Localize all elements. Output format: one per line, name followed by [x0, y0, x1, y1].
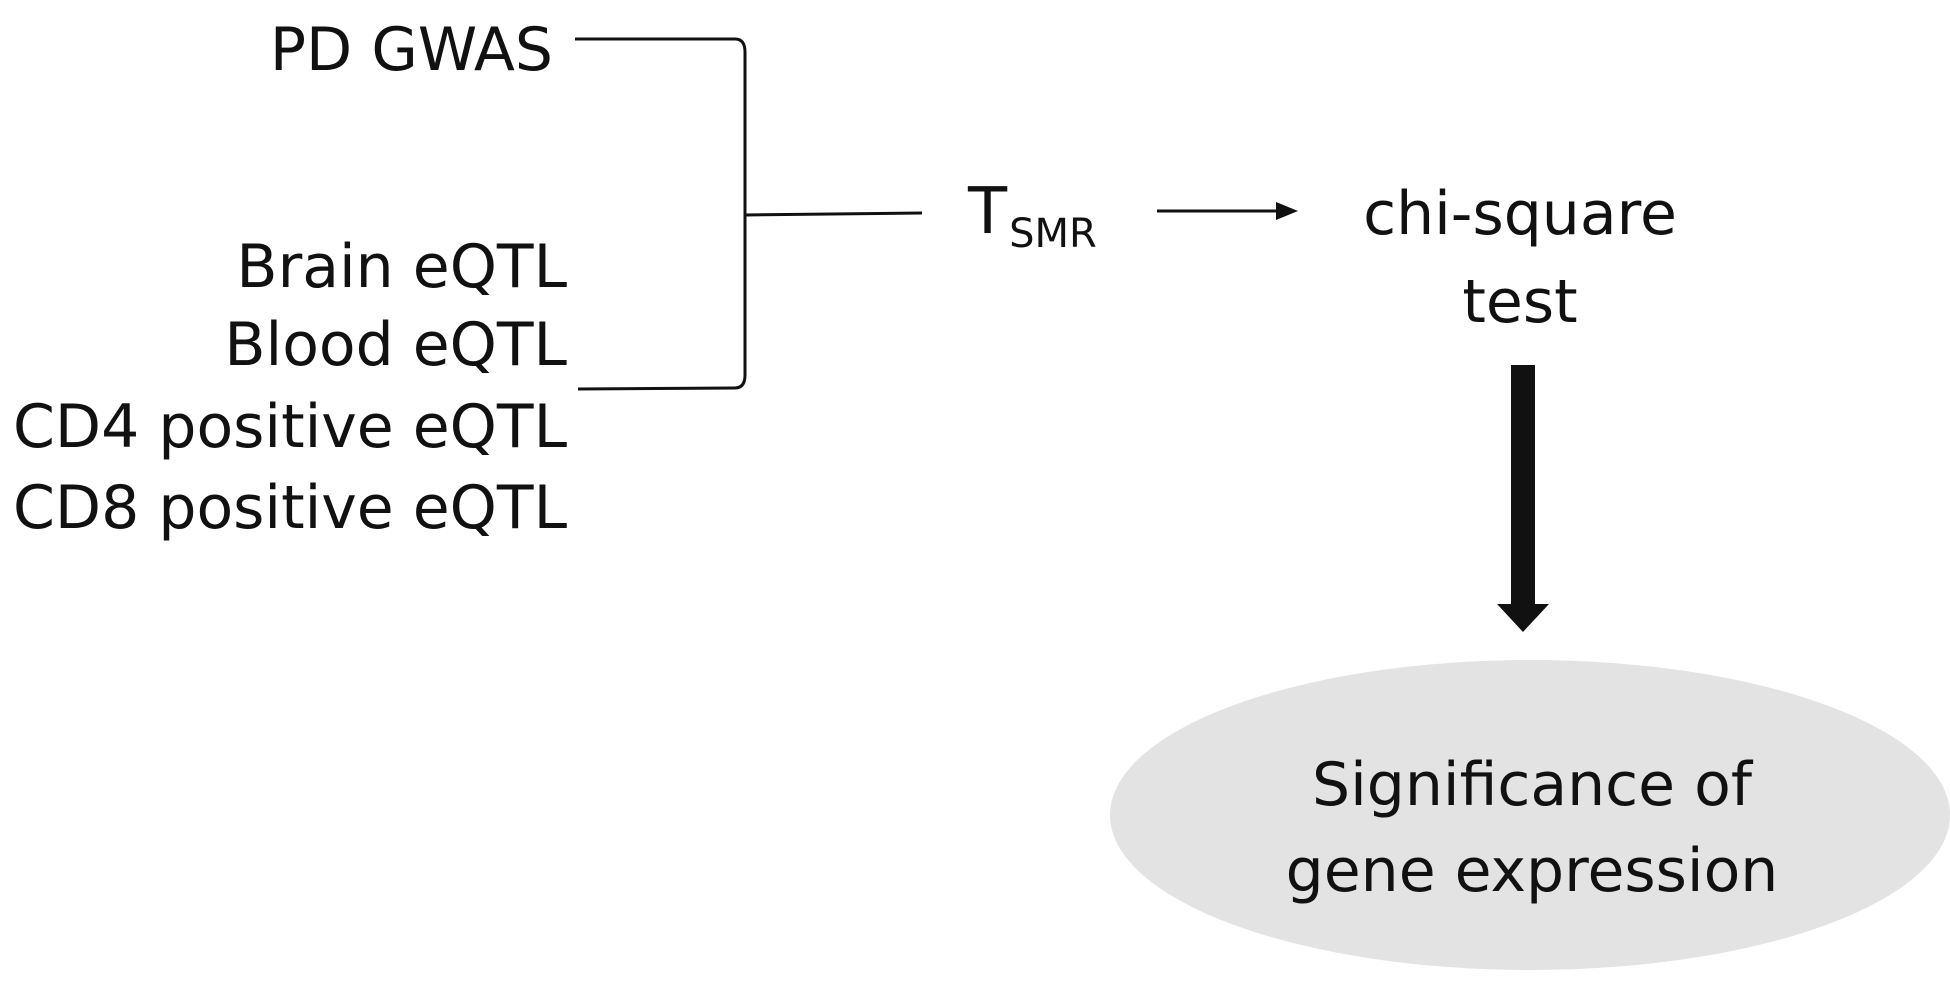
outcome-label: Significance of gene expression	[1112, 742, 1950, 914]
chi-square-test-label: chi-square test	[1290, 170, 1750, 346]
test-to-outcome-arrowhead	[1497, 604, 1549, 632]
outcome-line1: Significance of	[1312, 750, 1752, 820]
cd4-eqtl-label: CD4 positive eQTL	[13, 392, 567, 462]
outcome-line2: gene expression	[1285, 836, 1779, 906]
tsmr-main: T	[968, 175, 1008, 249]
tsmr-to-test-arrowhead	[1276, 202, 1298, 220]
brain-eqtl-label: Brain eQTL	[236, 232, 567, 302]
chi-square-line1: chi-square	[1363, 179, 1677, 249]
tsmr-subscript: SMR	[1009, 211, 1097, 257]
tsmr-statistic: TSMR	[968, 180, 1097, 254]
bracket-to-tsmr-line	[744, 211, 923, 217]
bracket-connector	[575, 37, 747, 391]
chi-square-line2: test	[1462, 267, 1578, 337]
outcome-ellipse	[1110, 660, 1950, 970]
pd-gwas-label: PD GWAS	[269, 15, 553, 85]
blood-eqtl-label: Blood eQTL	[224, 310, 567, 380]
test-to-outcome-arrow-shaft	[1511, 365, 1535, 609]
cd8-eqtl-label: CD8 positive eQTL	[13, 473, 567, 543]
